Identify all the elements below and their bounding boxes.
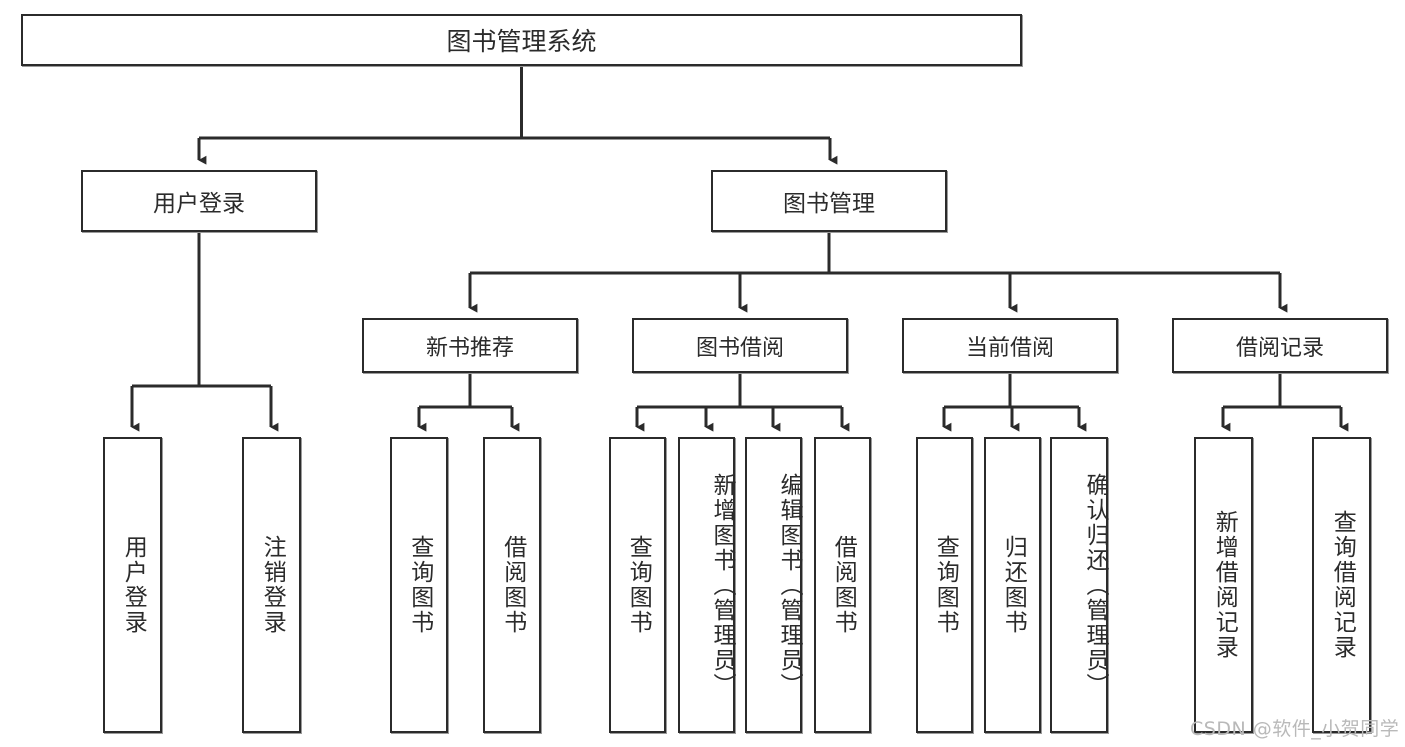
- node-book-borrow[interactable]: 图书借阅: [632, 318, 848, 373]
- node-leaf-user-logout[interactable]: 注销登录: [242, 437, 301, 733]
- node-leaf-cur-query-book[interactable]: 查询图书: [916, 437, 973, 733]
- node-leaf-borrow-add-book[interactable]: 新增图书（管理员）: [678, 437, 735, 733]
- node-leaf-borrow-query-book[interactable]: 查询图书: [609, 437, 666, 733]
- node-leaf-cur-return-book[interactable]: 归还图书: [984, 437, 1041, 733]
- node-leaf-rec-borrow-book[interactable]: 借阅图书: [483, 437, 541, 733]
- node-leaf-rec-query-book[interactable]: 查询图书: [390, 437, 448, 733]
- node-leaf-borrow-edit-book[interactable]: 编辑图书（管理员）: [745, 437, 802, 733]
- node-leaf-rec-query-record[interactable]: 查询借阅记录: [1312, 437, 1371, 733]
- node-leaf-cur-confirm-return[interactable]: 确认归还（管理员）: [1050, 437, 1108, 733]
- node-new-book-recommend[interactable]: 新书推荐: [362, 318, 578, 373]
- node-borrow-record[interactable]: 借阅记录: [1172, 318, 1388, 373]
- node-leaf-borrow-borrow-book[interactable]: 借阅图书: [814, 437, 871, 733]
- node-leaf-user-login[interactable]: 用户登录: [103, 437, 162, 733]
- node-user-login[interactable]: 用户登录: [81, 170, 317, 232]
- node-root[interactable]: 图书管理系统: [21, 14, 1022, 66]
- node-leaf-rec-add-record[interactable]: 新增借阅记录: [1194, 437, 1253, 733]
- node-current-borrow[interactable]: 当前借阅: [902, 318, 1118, 373]
- csdn-watermark: CSDN @软件_小贺同学: [1190, 718, 1400, 740]
- node-book-manage[interactable]: 图书管理: [711, 170, 947, 232]
